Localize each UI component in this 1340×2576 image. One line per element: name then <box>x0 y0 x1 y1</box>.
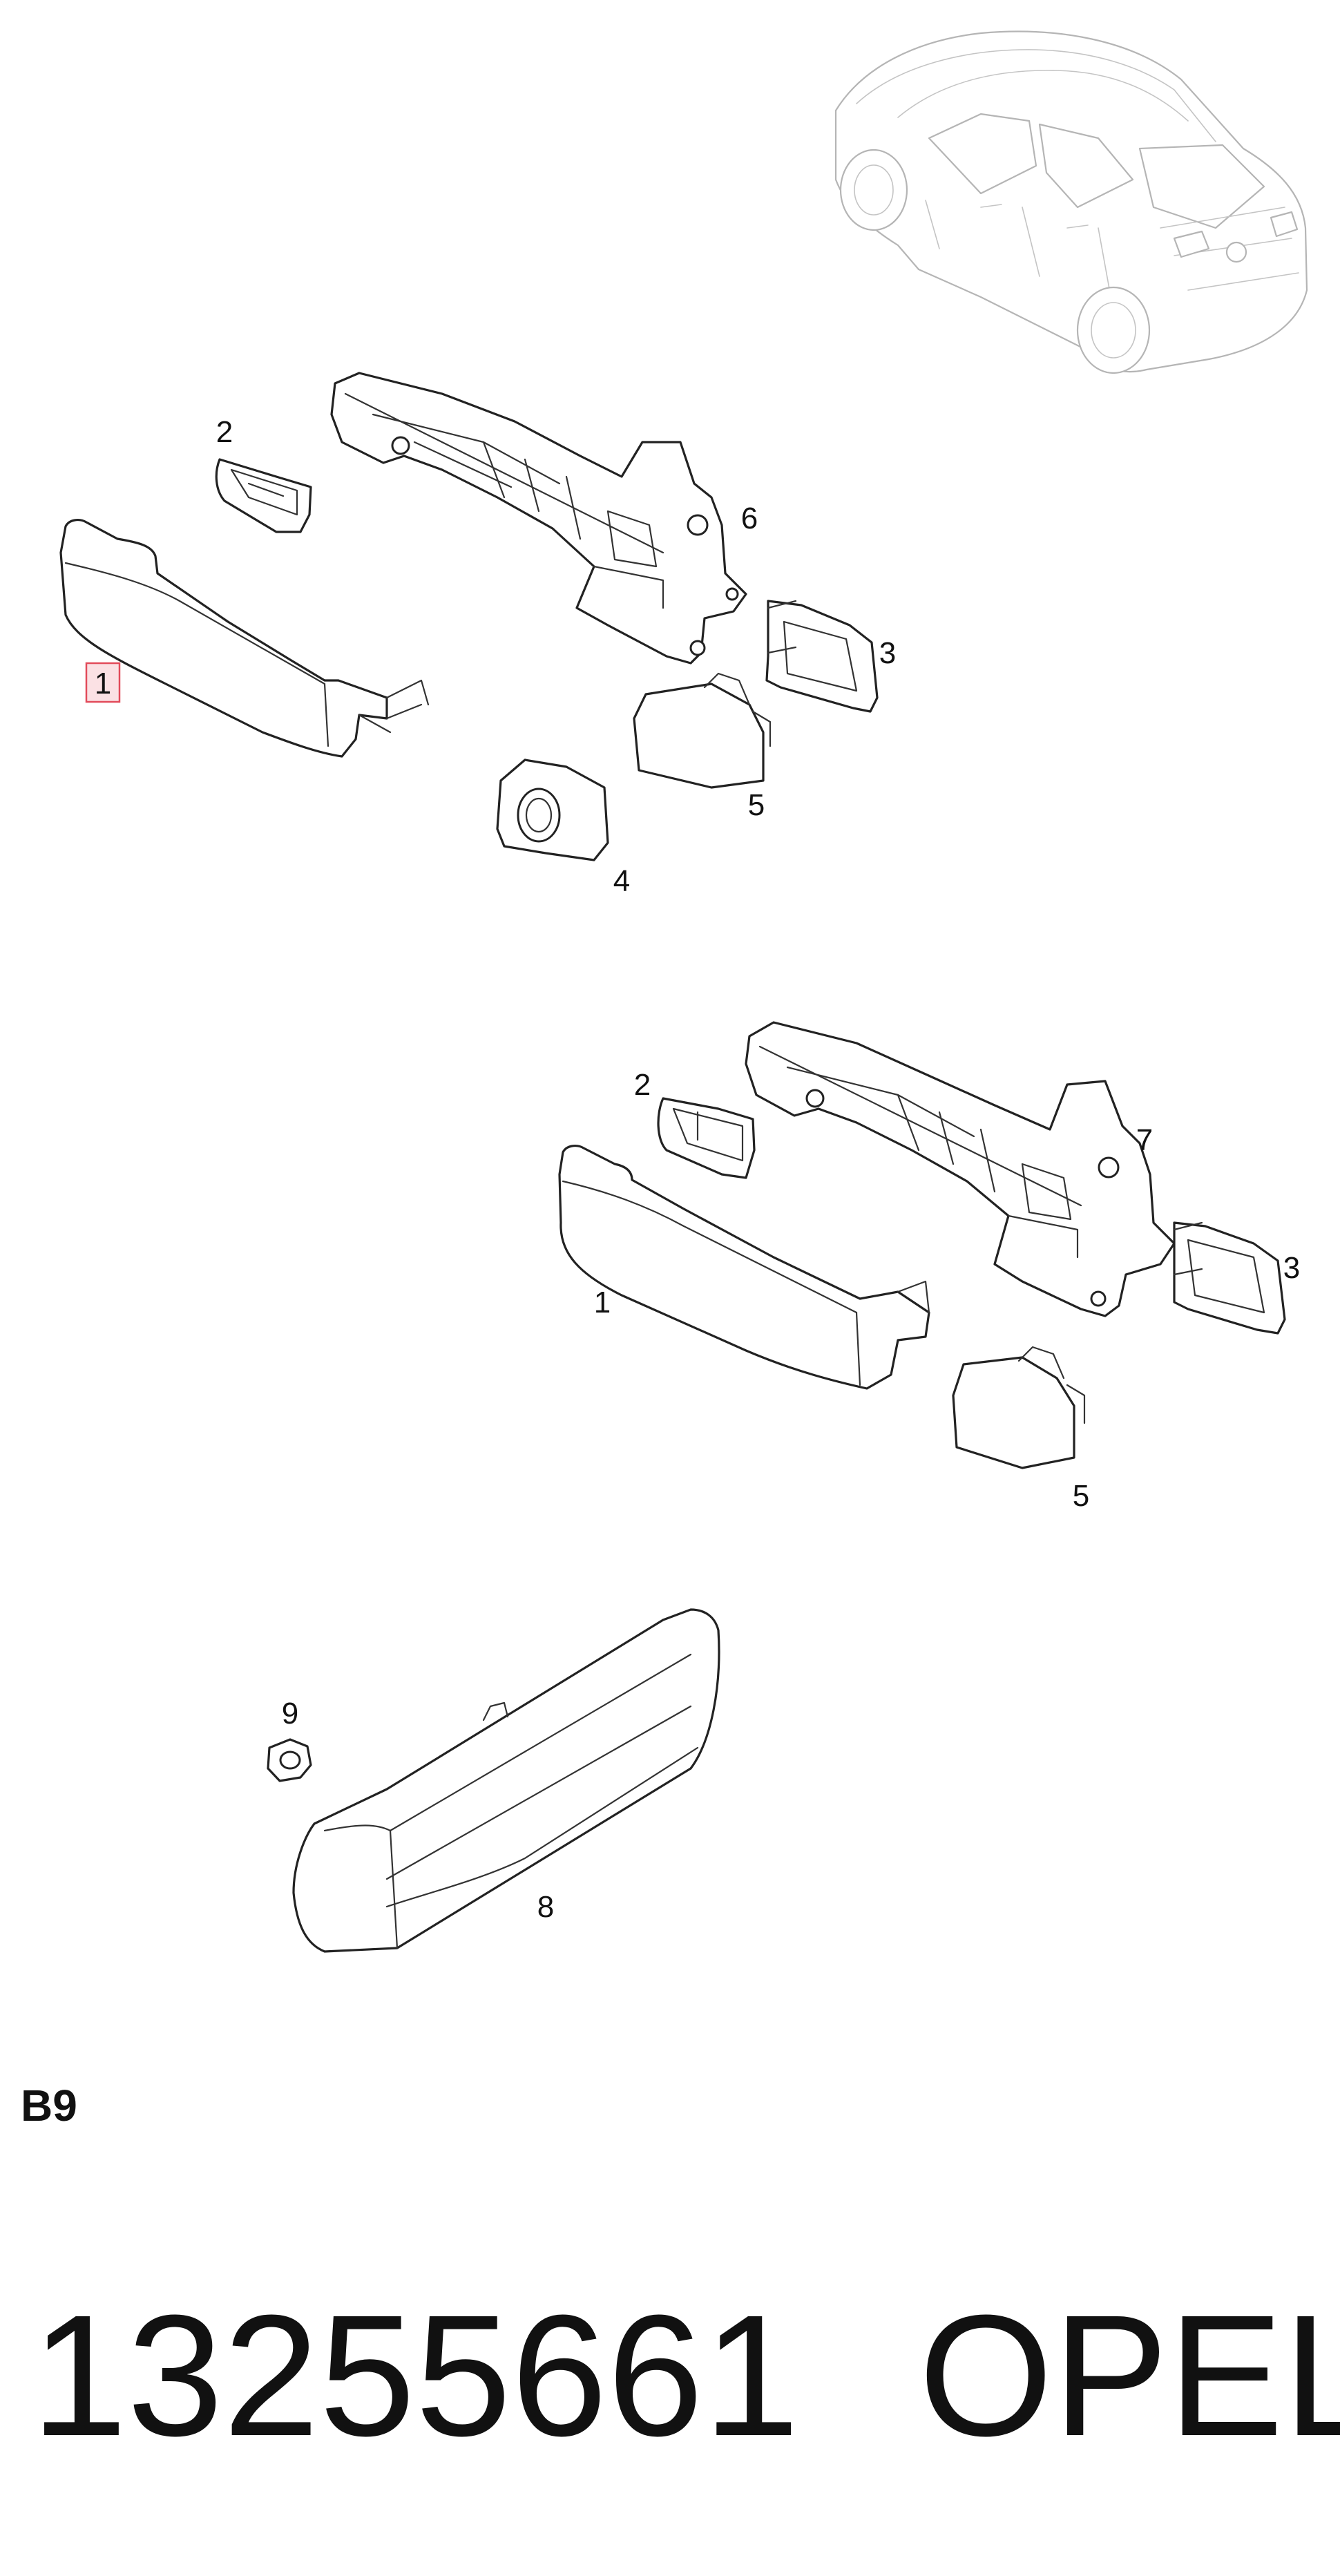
callout-2-upper: 2 <box>216 415 233 449</box>
middle-assembly: 1 2 3 5 7 <box>558 1021 1300 1513</box>
gasket-part <box>765 600 879 713</box>
callout-5-middle: 5 <box>1073 1479 1089 1513</box>
gasket-part-middle <box>1173 1221 1286 1335</box>
highlight-box <box>85 662 121 703</box>
car-illustration <box>834 30 1308 374</box>
callout-3-upper: 3 <box>879 636 896 670</box>
callout-3-middle: 3 <box>1283 1251 1300 1285</box>
callout-6-upper: 6 <box>741 502 758 535</box>
cover-part <box>215 458 312 533</box>
cap-part-middle <box>952 1346 1086 1469</box>
cover-part-middle <box>657 1097 756 1179</box>
bezel-part <box>496 759 609 861</box>
section-code: B9 <box>21 2081 77 2130</box>
upper-assembly: 1 2 3 4 5 6 <box>59 372 896 898</box>
frame-part <box>330 372 747 665</box>
callout-1-upper: 1 <box>95 667 111 700</box>
part-number: 13255661 <box>31 2279 799 2472</box>
trim-part <box>292 1608 720 1953</box>
callout-8-lower: 8 <box>537 1890 554 1924</box>
callout-1-middle: 1 <box>594 1286 611 1319</box>
callout-2-middle: 2 <box>634 1068 651 1102</box>
callout-4-upper: 4 <box>613 864 630 898</box>
callout-5-upper: 5 <box>748 788 765 822</box>
callout-7-middle: 7 <box>1136 1123 1153 1157</box>
callout-9-lower: 9 <box>282 1697 298 1730</box>
handle-part <box>59 519 430 758</box>
brand-name: OPEL <box>919 2279 1340 2472</box>
handle-part-middle <box>558 1145 930 1390</box>
nut-part <box>267 1738 312 1782</box>
cap-part <box>633 672 772 789</box>
frame-part-middle <box>745 1021 1176 1317</box>
lower-assembly: 8 9 <box>267 1608 720 1953</box>
